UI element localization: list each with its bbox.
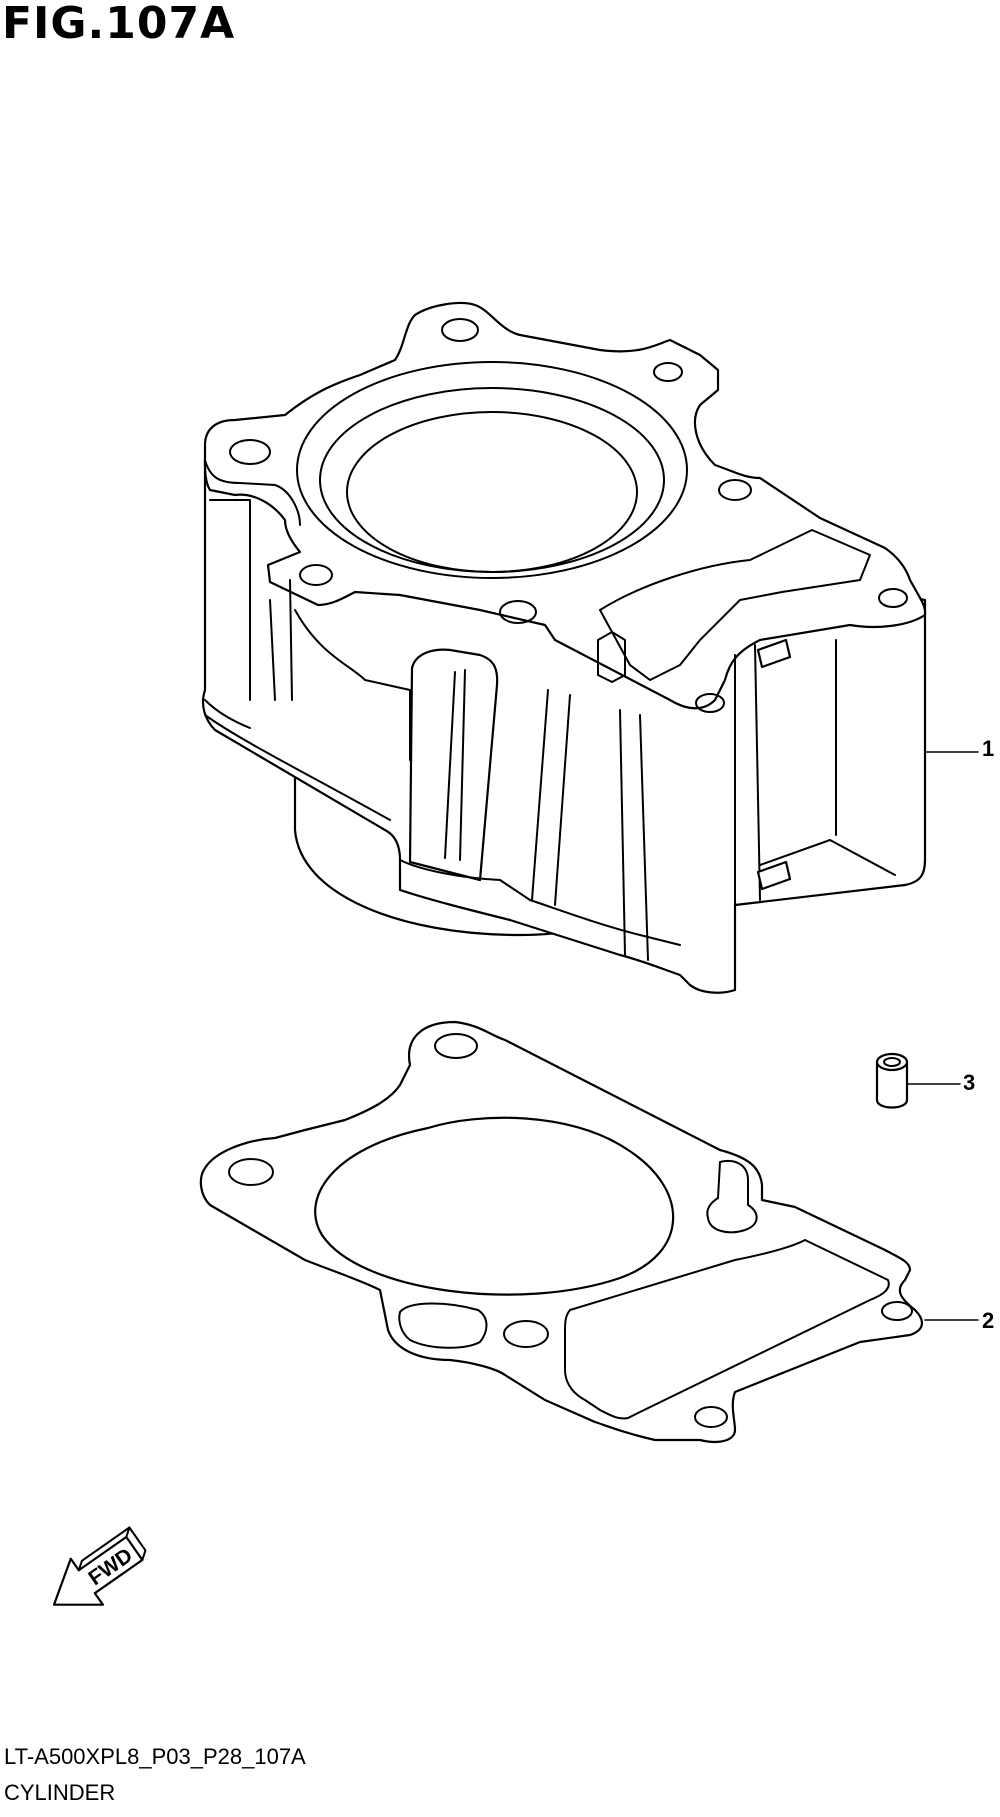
callout-number-3: 3: [963, 1070, 976, 1095]
figure-title: FIG.107A: [2, 0, 236, 49]
forward-arrow-icon: FWD: [52, 1526, 147, 1606]
callout-number-1: 1: [982, 736, 995, 761]
cylinder-base-gasket-part[interactable]: [199, 1020, 979, 1444]
dowel-pin-part[interactable]: [875, 1052, 961, 1109]
callout-number-2: 2: [982, 1308, 995, 1333]
diagram-code: LT-A500XPL8_P03_P28_107A: [4, 1744, 306, 1769]
cylinder-part[interactable]: [201, 301, 979, 994]
diagram-name: CYLINDER: [4, 1780, 116, 1805]
